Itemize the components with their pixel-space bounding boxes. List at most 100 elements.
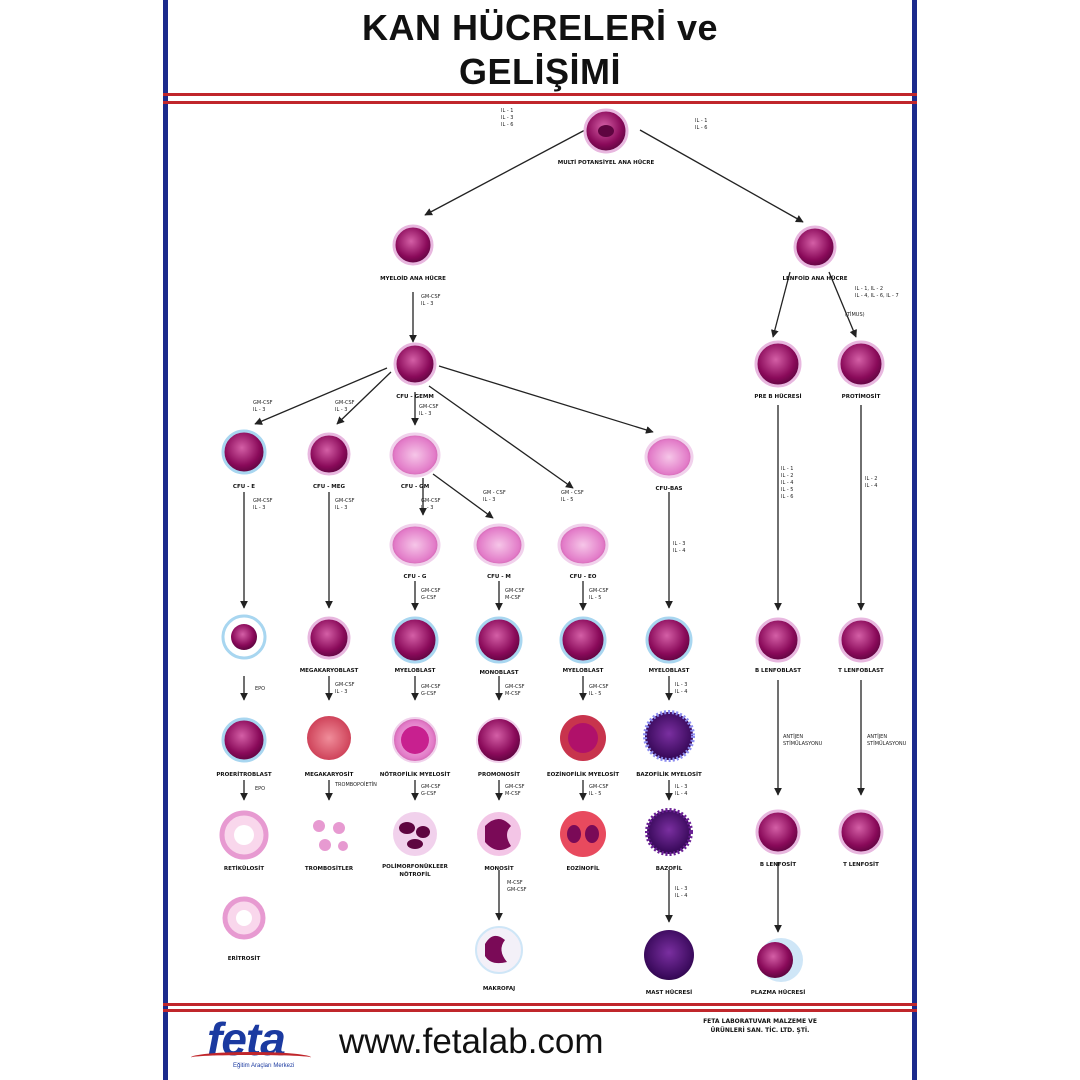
factor-f-bazo-mast-line-1: IL - 3	[675, 886, 687, 892]
cell-makrofaj-nucleus	[485, 935, 507, 964]
factor-f-myelob-2-line-1: GM-CSF	[589, 684, 609, 690]
label-cfu-eo: CFU - EO	[570, 574, 597, 580]
cell-proeritroblast	[221, 717, 267, 763]
cell-trombositler	[313, 820, 348, 851]
website-url[interactable]: www.fetalab.com	[339, 1022, 604, 1061]
factor-f-megak-line-2: IL - 3	[335, 689, 347, 695]
arrow-lymphoid-to-protimosit	[828, 271, 857, 338]
factor-f-after-cfu-gm-line-1: GM-CSF	[421, 498, 441, 504]
label-monosit: MONOSİT	[484, 865, 513, 872]
label-cfu-g: CFU - G	[404, 574, 427, 580]
cell-t-lenfoblast	[838, 617, 884, 663]
arrow-gemm-to-cfu-bas	[438, 365, 654, 434]
factor-f-myeloid-line-1: GM-CSF	[421, 294, 441, 300]
label-makrofaj: MAKROFAJ	[483, 986, 515, 992]
label-cfu-meg: CFU - MEG	[313, 484, 346, 490]
factor-f-cfu-gm-line-1: GM-CSF	[419, 404, 439, 410]
label-polimorfonukleer: POLİMORFONÜKLEER	[382, 863, 448, 870]
factor-f-myelob-1-line-2: G-CSF	[421, 691, 436, 697]
cell-protimosit	[837, 340, 885, 388]
footer-stripe-bottom	[163, 1009, 917, 1012]
factor-f-t-antigen-line-2: STİMÜLASYONU	[867, 740, 907, 747]
cell-notrofilik-myelosit-nucleus	[401, 726, 429, 754]
label-plazma-hucresi: PLAZMA HÜCRESİ	[751, 989, 806, 996]
factor-f-cfu-eo-in-line-2: IL - 5	[561, 497, 573, 503]
factor-f-myelob-2-line-2: IL - 5	[589, 691, 601, 697]
factor-f-cfu-m-in-line-1: GM - CSF	[483, 490, 506, 496]
cell-eozinofil-lobe-2	[585, 825, 599, 843]
label-megakaryosit: MEGAKARYOSİT	[305, 771, 354, 778]
label-myeloblast-1: MYELOBLAST	[395, 668, 436, 674]
label-b-lenfoblast: B LENFOBLAST	[755, 668, 801, 674]
label-cfu-e: CFU - E	[233, 484, 255, 490]
factor-f-cfu-gm-line-2: IL - 3	[419, 411, 431, 417]
cell-plazma-hucresi	[757, 942, 793, 978]
cell-t-lenfosit	[838, 809, 884, 855]
cell-cfu-e	[221, 429, 267, 475]
factor-f-after-cfu-meg-line-1: GM-CSF	[335, 498, 355, 504]
factor-f-after-cfu-meg-line-2: IL - 3	[335, 505, 347, 511]
company-name-line1: FETA LABORATUVAR MALZEME VE	[703, 1018, 817, 1025]
factor-f-b-antigen-line-1: ANTİJEN	[783, 733, 803, 740]
arrow-gemm-to-cfu-e	[254, 367, 388, 425]
factor-f-top-right-line-1: IL - 1	[695, 118, 707, 124]
arrow-gemm-to-cfu-meg	[336, 371, 392, 425]
label-trombositler: TROMBOSİTLER	[305, 865, 354, 872]
label-megakaryoblast: MEGAKARYOBLAST	[300, 668, 359, 674]
factor-f-after-cfu-e-line-2: IL - 3	[253, 505, 265, 511]
factor-f-monob-line-1: GM-CSF	[505, 684, 525, 690]
cell-mast-hucresi	[644, 930, 694, 980]
label-bazofilik-myelosit: BAZOFİLİK MYELOSİT	[636, 771, 702, 778]
label-mast-hucresi: MAST HÜCRESİ	[646, 989, 692, 996]
label-myeloblast-3: MYELOBLAST	[649, 668, 690, 674]
factor-f-cfu-eo-in-line-1: GM - CSF	[561, 490, 584, 496]
arrow-multipotent-to-myeloid	[424, 129, 586, 216]
label-bazofil: BAZOFİL	[656, 865, 683, 872]
factor-f-cfu-eo-line-2: IL - 5	[589, 595, 601, 601]
cell-monoblast	[475, 616, 523, 664]
factor-f-promono-line-1: GM-CSF	[505, 784, 525, 790]
cell-retikulosit-center	[234, 825, 254, 845]
factor-f-top-left-line-2: IL - 3	[501, 115, 513, 121]
label-t-lenfoblast: T LENFOBLAST	[838, 668, 884, 674]
factor-f-t-lineage-line-2: IL - 4	[865, 483, 877, 489]
cell-monosit-nucleus	[485, 819, 511, 851]
cell-bazofilik-myelosit	[643, 710, 695, 762]
factor-f-top-left-line-3: IL - 6	[501, 122, 513, 128]
factor-f-cfu-bas-line-2: IL - 4	[673, 548, 685, 554]
label-eozinofilik-myelosit: EOZİNOFİLİK MYELOSİT	[547, 771, 619, 778]
factor-f-epo-1-line-1: EPO	[255, 686, 265, 692]
label-eozinofil: EOZİNOFİL	[566, 865, 600, 872]
factor-f-megak-line-1: GM-CSF	[335, 682, 355, 688]
cell-b-lenfosit	[755, 809, 801, 855]
cell-myeloblast-3	[645, 616, 693, 664]
label-t-lenfosit: T LENFOSİT	[843, 861, 879, 868]
factor-f-myelob-3-line-2: IL - 4	[675, 689, 687, 695]
factor-f-myeloid-line-2: IL - 3	[421, 301, 433, 307]
title-stripe-bottom	[163, 101, 917, 104]
title-stripe-top	[163, 93, 917, 96]
label-multipotent: MULTİ POTANSİYEL ANA HÜCRE	[558, 159, 655, 166]
blood-cell-development-diagram: MULTİ POTANSİYEL ANA HÜCRE MYELOİD ANA H…	[216, 108, 907, 996]
label-cfu-gemm: CFU - GEMM	[396, 394, 434, 400]
label-eritrosit: ERİTROSİT	[228, 955, 261, 962]
factor-f-cfu-m-line-2: M-CSF	[505, 595, 521, 601]
factor-f-lymphoid-line-1: IL - 1, IL - 2	[855, 286, 883, 292]
label-promonosit: PROMONOSİT	[478, 771, 520, 778]
cell-myeloid-stem	[392, 224, 434, 266]
arrow-lymphoid-to-pre-b	[771, 271, 791, 338]
cell-cfu-eo	[557, 523, 609, 567]
cell-cfu-m	[473, 523, 525, 567]
cell-cfu-meg	[307, 432, 351, 476]
cell-cfu-gm	[389, 432, 441, 478]
trombosit-2	[333, 822, 345, 834]
factor-f-cfu-meg-line-2: IL - 3	[335, 407, 347, 413]
arrow-multipotent-to-lymphoid	[639, 129, 804, 223]
factor-f-tromb-line-1: TROMBOPOİETİN	[334, 781, 377, 788]
factor-f-top-left-line-1: IL - 1	[501, 108, 513, 114]
company-name-line2: ÜRÜNLERİ SAN. TİC. LTD. ŞTİ.	[710, 1027, 810, 1034]
arrow-cfu-gm-to-cfu-m	[432, 473, 494, 519]
factor-f-cfu-bas-line-1: IL - 3	[673, 541, 685, 547]
label-notrofilik-myelosit: NÖTROFİLİK MYELOSİT	[380, 771, 451, 778]
factor-f-after-cfu-e-line-1: GM-CSF	[253, 498, 273, 504]
